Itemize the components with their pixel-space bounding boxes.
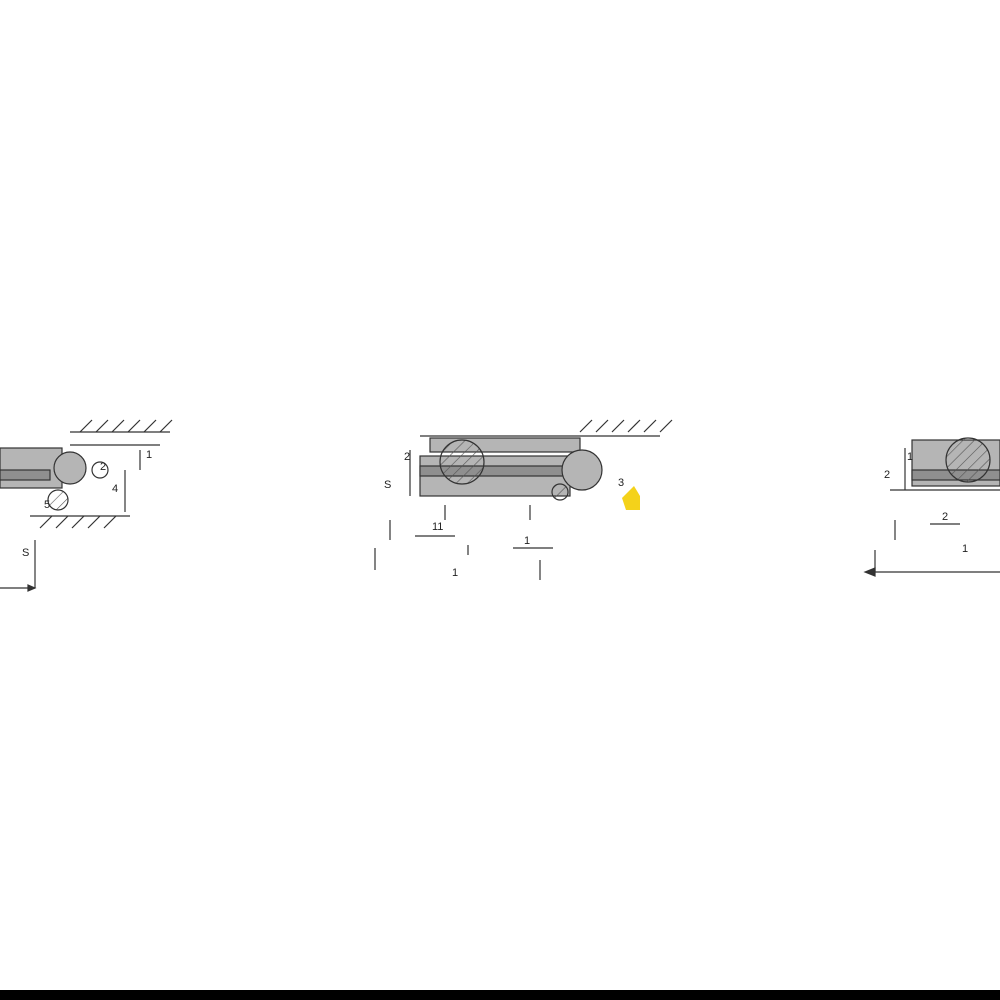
center-top-hatching	[579, 419, 673, 433]
right-roller	[945, 437, 991, 483]
left-roller-2	[47, 489, 69, 511]
center-label-4: 1	[452, 567, 458, 579]
right-label-1: 2	[884, 469, 890, 481]
right-label-2: 1	[907, 451, 913, 463]
center-roller-right	[561, 449, 603, 491]
center-labels: 2 11 1 1 3 S	[384, 451, 624, 579]
center-label-2: 11	[432, 521, 443, 533]
left-roller-1	[53, 451, 87, 485]
left-label-4: 5	[44, 499, 50, 511]
left-view	[0, 419, 173, 592]
left-label-5: S	[22, 547, 29, 559]
left-label-1: 1	[146, 449, 152, 461]
center-label-1: 2	[404, 451, 410, 463]
left-bottom-hatching	[30, 515, 130, 529]
center-view	[374, 419, 673, 580]
bottom-bar	[0, 990, 1000, 1000]
right-label-3: 2	[942, 511, 948, 523]
center-roller-left	[439, 439, 485, 485]
left-labels: 1 2 4 5 S	[22, 449, 152, 559]
left-roller-3	[91, 461, 109, 479]
center-label-6: S	[384, 479, 391, 491]
right-labels: 2 1 2 1	[884, 451, 968, 555]
center-small-roller	[551, 483, 569, 501]
left-top-hatching	[70, 419, 173, 446]
right-label-4: 1	[962, 543, 968, 555]
left-label-2: 2	[100, 461, 106, 473]
center-label-5: 3	[618, 477, 624, 489]
center-yellow-accent	[622, 486, 640, 510]
left-rail-body	[0, 447, 63, 489]
center-label-3: 1	[524, 535, 530, 547]
left-rail-inner	[0, 469, 51, 481]
left-label-3: 4	[112, 483, 118, 495]
right-view	[863, 437, 1000, 577]
